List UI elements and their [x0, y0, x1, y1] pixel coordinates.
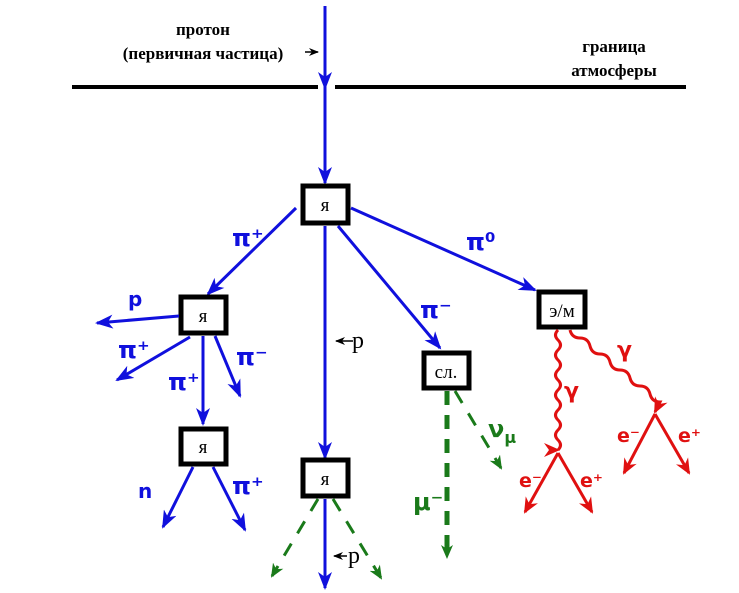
node-label: э/м: [549, 301, 574, 322]
gamma-label-right: γ: [617, 338, 632, 363]
interaction-node-top: я: [300, 183, 351, 226]
pi-plus-label-top: π⁺: [232, 224, 264, 252]
gamma-track-right: [568, 329, 668, 414]
boundary-label-line1: граница: [582, 37, 646, 56]
positron-track-1: [556, 452, 594, 514]
electron-track-1: [523, 452, 560, 514]
positron-label-1: e⁺: [580, 470, 603, 492]
boundary-label-line2: атмосферы: [571, 61, 657, 80]
pi-plus-track-left: [115, 335, 191, 382]
lepton-track-bottom-left: [270, 498, 320, 578]
muon-neutrino-symbol: ν: [488, 415, 504, 443]
positron-track-2: [653, 413, 691, 475]
primary-particle-label-line2: (первичная частица): [123, 44, 284, 63]
pi-minus-track-center: [336, 225, 442, 350]
em-node: э/м: [536, 289, 588, 330]
electron-label-1: e⁻: [519, 470, 542, 492]
pi-plus-track-lower: [211, 466, 247, 532]
pi-zero-label: π⁰: [466, 228, 496, 256]
pi-plus-label-down: π⁺: [168, 368, 200, 396]
electron-track-2: [622, 413, 657, 475]
node-label: я: [199, 437, 208, 458]
muon-neutrino-subscript: μ: [504, 428, 516, 447]
proton-label-center: p: [352, 328, 364, 354]
muon-label: μ⁻: [413, 488, 443, 516]
interaction-node-left-lower: я: [178, 426, 229, 467]
node-label: я: [321, 195, 330, 216]
node-label: сл.: [435, 362, 458, 383]
primary-particle-label-line1: протон: [176, 20, 230, 39]
neutron-track: [161, 466, 195, 529]
pi-minus-label-left: π⁻: [236, 343, 268, 371]
pi-plus-label-lower: π⁺: [232, 472, 264, 500]
interaction-node-center-lower: я: [300, 457, 351, 499]
neutron-label: n: [138, 479, 152, 503]
muon-neutrino-label: νμ: [488, 415, 516, 447]
decay-node-weak: сл.: [421, 350, 472, 391]
pi-minus-track-left: [213, 335, 242, 398]
pi-zero-track: [350, 206, 537, 292]
proton-track-left: [95, 314, 180, 329]
pi-plus-track-top: [206, 206, 298, 296]
node-label: я: [321, 469, 330, 490]
electron-label-2: e⁻: [617, 425, 640, 447]
node-label: я: [199, 306, 208, 327]
gamma-track-left: [554, 328, 573, 452]
pi-minus-label-center: π⁻: [420, 296, 452, 324]
positron-label-2: e⁺: [678, 425, 701, 447]
gamma-label-left: γ: [564, 379, 579, 404]
pi-plus-label-left: π⁺: [118, 336, 150, 364]
proton-label-left: p: [128, 287, 142, 311]
interaction-node-left: я: [178, 294, 229, 336]
proton-label-bottom: p: [348, 543, 360, 569]
